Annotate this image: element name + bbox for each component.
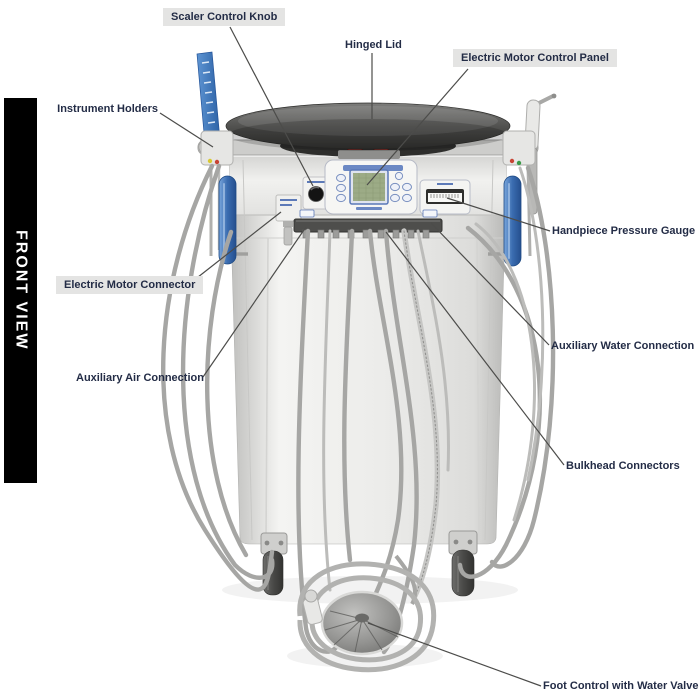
leader-handpiece-pressure-gauge [446,197,551,232]
left-handle [218,175,248,265]
leader-instrument-holders [159,112,214,148]
handpiece-pressure-gauge [419,179,471,215]
label-handpiece-pressure-gauge: Handpiece Pressure Gauge [552,225,696,237]
leader-electric-motor-connector [192,211,282,282]
right-caster [448,530,478,597]
leader-foot-control [367,622,542,687]
panel-buttons [336,171,412,203]
cart-shadow [222,576,518,604]
label-auxiliary-air-connection: Auxiliary Air Connection [76,372,204,384]
water-valve [302,589,323,625]
scaler-control-knob [302,176,330,210]
foot-control [297,554,437,673]
label-bulkhead-connectors: Bulkhead Connectors [566,460,680,472]
foot-pedal [320,590,404,656]
label-hinged-lid: Hinged Lid [345,39,402,51]
label-foot-control-with-water-valve: Foot Control with Water Valve [543,680,699,692]
label-auxiliary-water-connection: Auxiliary Water Connection [551,340,695,352]
electric-motor-connector [275,194,302,246]
right-handle [488,175,522,267]
leader-scaler-control-knob [229,26,314,187]
coiled-hose [297,561,437,673]
label-electric-motor-control-panel: Electric Motor Control Panel [453,49,617,68]
leader-bulkhead-connectors [385,231,565,466]
front-view-banner: FRONT VIEW [4,98,37,483]
hinged-lid [225,102,511,151]
front-view-banner-text: FRONT VIEW [12,230,30,351]
left-instrument-holder [196,51,234,256]
label-instrument-holders: Instrument Holders [57,103,158,115]
cart-body [228,156,508,545]
leader-auxiliary-air-connection [202,226,307,378]
label-scaler-control-knob: Scaler Control Knob [163,8,286,27]
electric-motor-control-panel [324,159,418,215]
leader-auxiliary-water-connection [430,222,550,346]
hoses [161,163,556,655]
sterile-pouch [196,51,221,145]
leader-electric-motor-control-panel [366,68,469,186]
label-electric-motor-connector: Electric Motor Connector [56,276,204,295]
left-caster [260,532,288,596]
